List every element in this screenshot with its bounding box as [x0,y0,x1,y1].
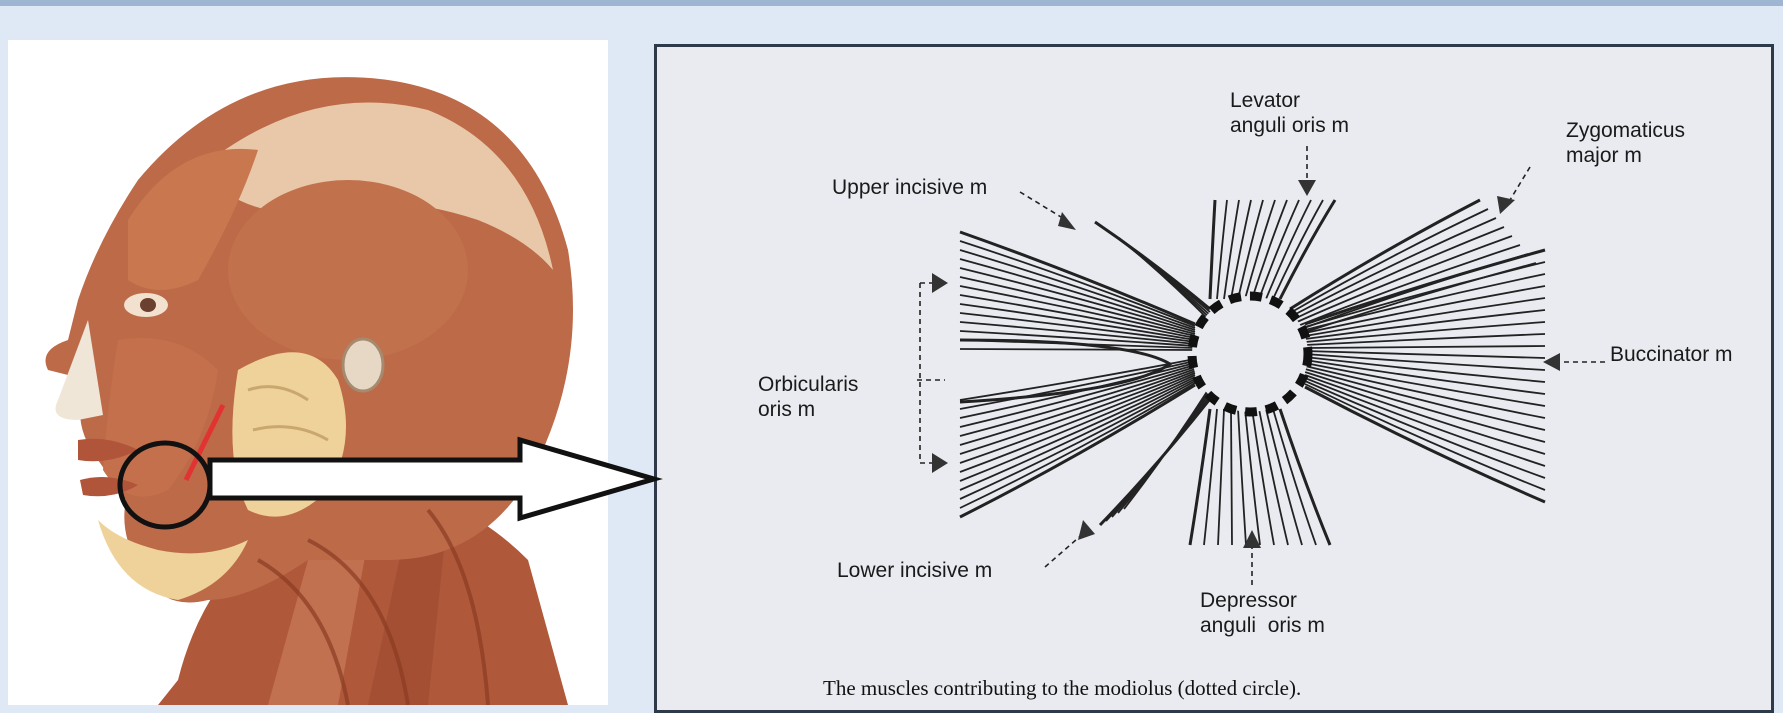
modiolus-dotted-circle [1192,296,1308,412]
arrowhead-orbicularis-bottom-icon [932,453,948,473]
arrowhead-orbicularis-top-icon [932,273,948,293]
depressor-fibre [1280,409,1330,545]
arrowhead-levator-icon [1298,180,1316,196]
depressor-fibre [1218,409,1224,545]
arrowhead-buccinator-icon [1543,353,1560,371]
label-upper-incisive: Upper incisive m [832,175,987,200]
buccinator-fibre [1305,274,1545,330]
figure-caption: The muscles contributing to the modiolus… [823,676,1301,701]
orbicularis-fibre [960,371,1195,454]
label-lower-incisive: Lower incisive m [837,558,992,583]
buccinator-fibre [1305,360,1545,394]
upper-incisive-fibre [1119,238,1210,321]
depressor-fibre [1273,409,1316,545]
arrowhead-upper-incisive-icon [1058,212,1076,230]
buccinator-fibre [1305,346,1545,348]
label-levator-anguli-oris: Levator anguli oris m [1230,88,1349,138]
levator-fibre [1210,200,1215,299]
depressor-fibre [1245,409,1260,545]
zygomaticus-fibre [1290,236,1512,325]
buccinator-fibre [1305,381,1545,478]
label-zygomaticus-major: Zygomaticus major m [1566,118,1685,168]
buccinator-fibre [1305,387,1545,502]
label-orbicularis-oris: Orbicularis oris m [758,372,858,422]
orbicularis-fibre [960,349,1195,350]
depressor-fibre [1238,409,1246,545]
arrowhead-zygomaticus-icon [1497,196,1515,214]
orbicularis-fibre [960,241,1195,326]
buccinator-fibre [1305,375,1545,454]
label-depressor-anguli-oris: Depressor anguli oris m [1200,588,1325,638]
label-buccinator: Buccinator m [1610,342,1733,367]
orbicularis-fibre [960,365,1195,427]
depressor-fibre [1231,409,1232,545]
pointer-arrow-icon [210,440,654,518]
arrowhead-lower-incisive-icon [1078,520,1095,540]
